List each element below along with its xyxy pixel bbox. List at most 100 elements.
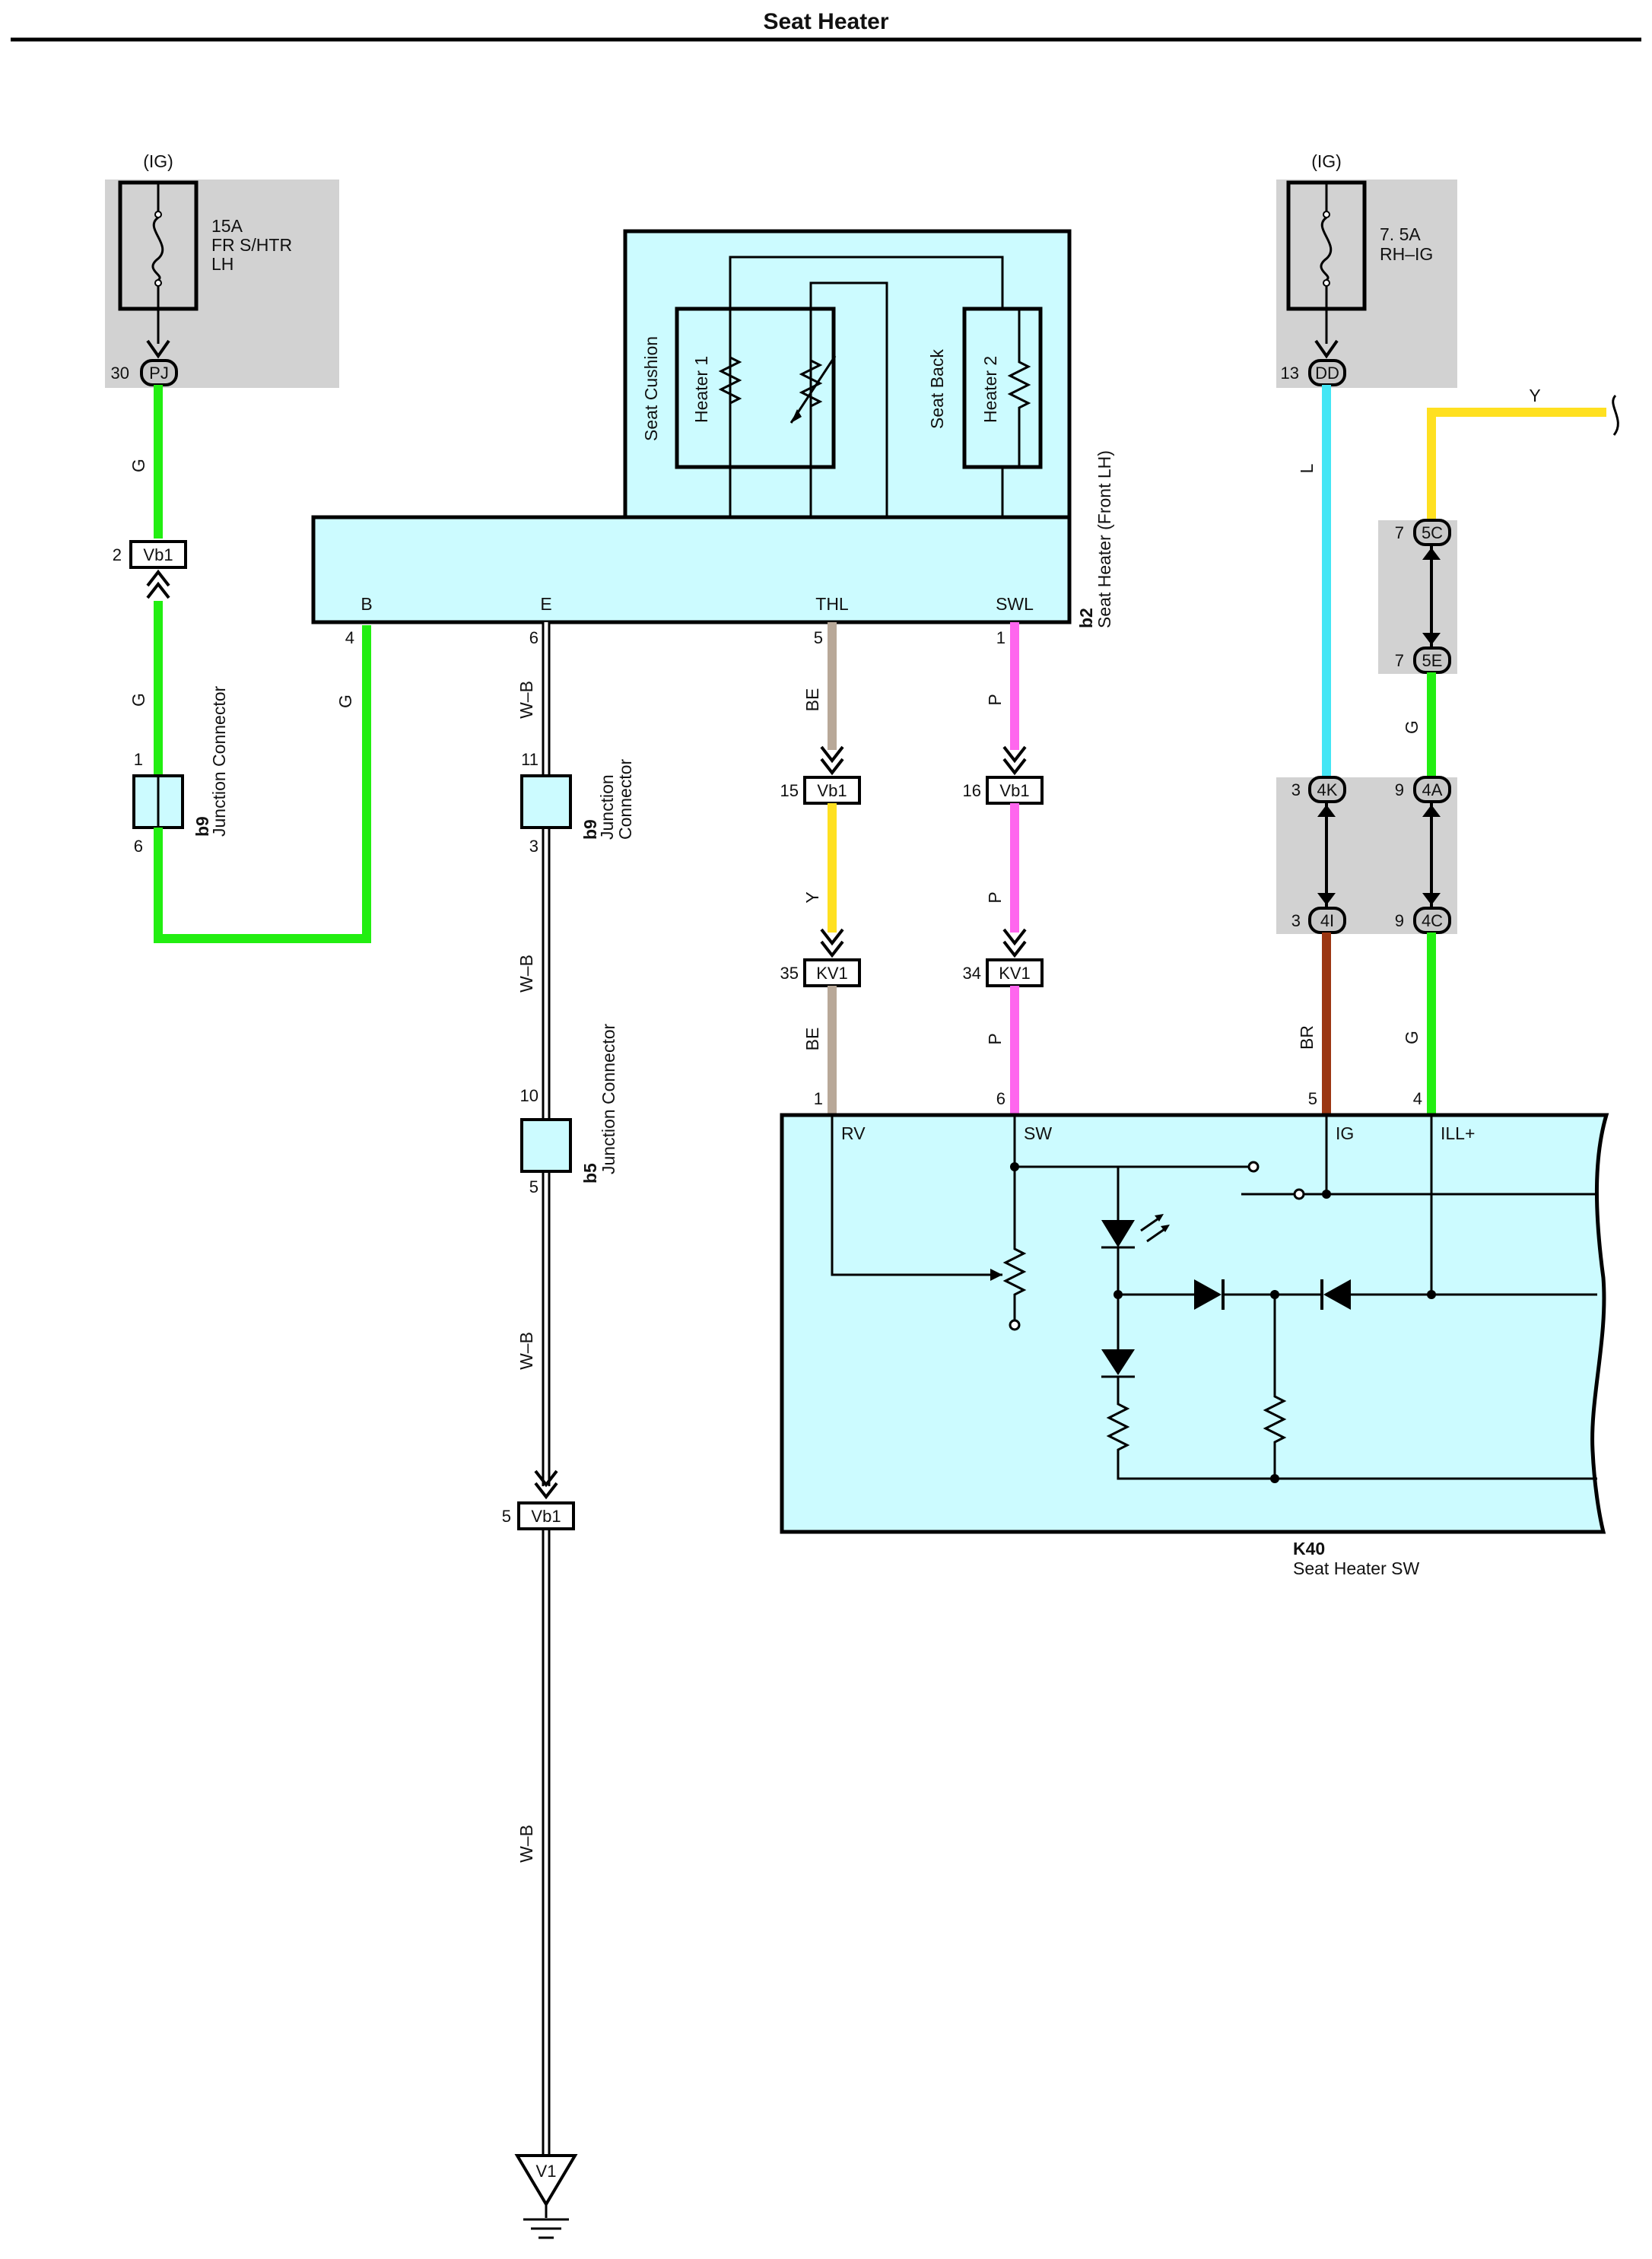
svg-text:SW: SW — [1024, 1123, 1052, 1143]
fuse-icon — [1320, 216, 1333, 281]
svg-text:G: G — [129, 693, 148, 707]
svg-text:4: 4 — [345, 628, 354, 647]
svg-text:SWL: SWL — [996, 594, 1034, 614]
svg-text:b5: b5 — [580, 1163, 600, 1184]
svg-text:4C: 4C — [1422, 911, 1443, 930]
svg-text:BE: BE — [802, 688, 822, 712]
svg-text:1: 1 — [134, 750, 143, 769]
svg-text:7. 5A: 7. 5A — [1380, 224, 1421, 244]
svg-text:4: 4 — [1413, 1089, 1422, 1108]
fuse-rh-ig: (IG) 7. 5A RH–IG DD 13 — [1276, 151, 1457, 388]
svg-text:3: 3 — [1291, 911, 1301, 930]
svg-text:Heater 2: Heater 2 — [980, 356, 1000, 423]
svg-text:L: L — [1297, 463, 1317, 473]
potentiometer-icon — [1002, 1243, 1027, 1320]
svg-text:G: G — [129, 459, 148, 472]
svg-text:Y: Y — [1529, 386, 1540, 405]
svg-text:Vb1: Vb1 — [817, 781, 847, 800]
svg-text:P: P — [985, 1033, 1005, 1044]
svg-text:ILL+: ILL+ — [1441, 1123, 1475, 1143]
svg-text:W–B: W–B — [516, 1825, 536, 1863]
svg-text:Y: Y — [802, 891, 822, 903]
svg-text:G: G — [1402, 720, 1422, 734]
svg-text:BE: BE — [802, 1028, 822, 1051]
svg-text:5: 5 — [502, 1507, 511, 1526]
svg-text:G: G — [1402, 1031, 1422, 1044]
svg-text:Junction Connector: Junction Connector — [599, 1023, 618, 1174]
connector-kv1-35: KV1 35 — [780, 928, 861, 987]
svg-text:RH–IG: RH–IG — [1380, 244, 1433, 264]
svg-text:Seat Cushion: Seat Cushion — [641, 336, 661, 441]
resistor-icon — [1106, 1377, 1597, 1480]
connector-vb1-2: Vb1 2 — [113, 540, 187, 599]
svg-text:6: 6 — [134, 837, 143, 856]
svg-text:Connector: Connector — [615, 759, 635, 840]
svg-text:KV1: KV1 — [999, 964, 1031, 983]
svg-text:5C: 5C — [1422, 523, 1443, 542]
fuse-fr-s-htr-lh: (IG) 15A FR S/HTR LH PJ 30 — [105, 151, 339, 388]
resistor-icon — [1263, 1295, 1287, 1479]
svg-text:b2: b2 — [1076, 608, 1096, 628]
svg-text:7: 7 — [1395, 523, 1404, 542]
svg-text:15: 15 — [780, 781, 799, 800]
svg-text:5E: 5E — [1422, 651, 1443, 670]
svg-text:(IG): (IG) — [1311, 151, 1342, 171]
connector-vb1-16: Vb1 16 — [963, 745, 1044, 805]
svg-text:W–B: W–B — [516, 955, 536, 993]
svg-text:RV: RV — [841, 1123, 866, 1143]
diode-icon — [1101, 1349, 1135, 1375]
svg-text:Seat Back: Seat Back — [927, 349, 947, 429]
svg-text:Vb1: Vb1 — [143, 545, 173, 564]
svg-text:16: 16 — [963, 781, 981, 800]
diode-icon — [1323, 1279, 1351, 1310]
svg-text:3: 3 — [1291, 780, 1301, 799]
svg-text:(IG): (IG) — [143, 151, 173, 171]
svg-text:10: 10 — [520, 1086, 538, 1105]
junction-connector-b9-right: 11 3 b9 Junction Connector — [520, 750, 635, 856]
svg-text:THL: THL — [815, 594, 849, 614]
svg-text:E: E — [540, 594, 551, 614]
wire-break-icon — [1612, 394, 1619, 436]
svg-text:5: 5 — [1308, 1089, 1317, 1108]
svg-text:V1: V1 — [536, 2162, 557, 2181]
svg-text:9: 9 — [1395, 911, 1404, 930]
connector-vb1-5: Vb1 5 — [502, 1469, 575, 1530]
svg-text:Vb1: Vb1 — [999, 781, 1029, 800]
svg-text:4I: 4I — [1320, 911, 1334, 930]
svg-text:30: 30 — [111, 364, 129, 383]
diode-icon — [1194, 1279, 1222, 1310]
heater2-resistor-icon — [1007, 309, 1031, 467]
connector-block-4: 4K 3 4A 9 4I 3 4C 9 — [1276, 776, 1457, 934]
led-icon — [1101, 1220, 1135, 1247]
svg-text:15A: 15A — [211, 216, 243, 236]
wire-g-b9-to-b — [154, 625, 371, 943]
svg-text:3: 3 — [529, 837, 538, 856]
thermistor-icon — [799, 309, 823, 467]
svg-text:7: 7 — [1395, 651, 1404, 670]
junction-connector-b5: 10 5 b5 Junction Connector — [520, 1023, 618, 1196]
svg-text:P: P — [985, 891, 1005, 903]
svg-text:6: 6 — [996, 1089, 1005, 1108]
svg-text:4A: 4A — [1422, 780, 1443, 799]
fuse-icon — [151, 216, 164, 281]
svg-text:W–B: W–B — [516, 681, 536, 719]
ground-v1: V1 — [514, 2154, 578, 2239]
svg-text:35: 35 — [780, 964, 799, 983]
connector-5c-5e: 5C 7 5E 7 — [1378, 519, 1457, 674]
heater1-resistor-icon — [718, 309, 742, 467]
svg-text:K40: K40 — [1293, 1539, 1325, 1558]
svg-text:13: 13 — [1281, 364, 1299, 383]
svg-text:b9: b9 — [580, 819, 600, 840]
svg-text:9: 9 — [1395, 780, 1404, 799]
svg-text:W–B: W–B — [516, 1332, 536, 1370]
connector-kv1-34: KV1 34 — [963, 928, 1044, 987]
svg-text:2: 2 — [113, 545, 122, 564]
svg-text:5: 5 — [529, 1177, 538, 1196]
svg-text:Heater 1: Heater 1 — [691, 356, 711, 423]
svg-text:P: P — [985, 694, 1005, 705]
svg-text:FR S/HTR: FR S/HTR — [211, 235, 292, 255]
svg-text:Junction: Junction — [597, 774, 617, 840]
svg-text:DD: DD — [1315, 364, 1339, 383]
junction-connector-b9-left: 1 6 b9 Junction Connector — [132, 685, 229, 856]
